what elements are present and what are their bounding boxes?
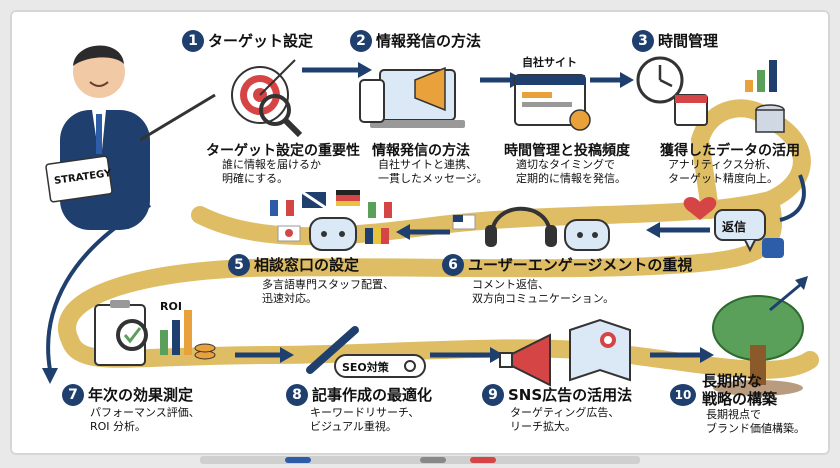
clock-calendar-icon [636, 56, 785, 133]
step-1-number: 1 [182, 30, 204, 52]
arrow-6-5-head [396, 224, 410, 240]
step-10-desc-1: 長期視点で [706, 408, 761, 421]
step-10-title-2: 戦略の構築 [702, 390, 778, 408]
step-5-number: 5 [228, 254, 250, 276]
step-9-title: SNS広告の活用法 [508, 386, 633, 404]
step-2-subtitle: 情報発信の方法 [372, 143, 470, 159]
flow-illustration [42, 45, 819, 396]
clipboard-icon [94, 300, 216, 366]
step-2-desc-2: 一貫したメッセージ。 [378, 172, 488, 185]
arrow-left-down-head [42, 368, 58, 384]
flags-robot-icon [270, 190, 392, 251]
step-10-desc-2: ブランド価値構築。 [706, 422, 805, 435]
step-5-desc-2: 迅速対応。 [262, 292, 317, 305]
roi-label: ROI [160, 300, 182, 313]
arrow-9-10-head [700, 347, 714, 363]
arrow-1-2-head [358, 62, 372, 78]
step-3-subtitle: 時間管理と投稿頻度 [504, 143, 630, 159]
step-8-number: 8 [286, 384, 308, 406]
step-1-subtitle: ターゲット設定の重要性 [206, 143, 360, 159]
step-2-number: 2 [350, 30, 372, 52]
arrow-site-3-head [620, 72, 634, 88]
step-6-number: 6 [442, 254, 464, 276]
data-subtitle: 獲得したデータの活用 [660, 143, 800, 159]
step-10-title-1: 長期的な [702, 372, 763, 390]
seo-label: SEO対策 [342, 361, 389, 374]
step-6-desc-2: 双方向コミュニケーション。 [472, 292, 615, 305]
step-3-title: 時間管理 [658, 32, 719, 50]
arrow-7-8-head [280, 347, 294, 363]
step-5-desc-1: 多言語専門スタッフ配置、 [262, 278, 394, 291]
step-7-number: 7 [62, 384, 84, 406]
businessman-illustration [45, 45, 216, 230]
step-9-number: 9 [482, 384, 504, 406]
step-3-desc-2: 定期的に情報を発信。 [516, 172, 626, 185]
step-1-desc-2: 明確にする。 [222, 172, 289, 185]
arrow-8-9-head [490, 347, 504, 363]
red-marker [470, 457, 496, 463]
gray-marker [420, 457, 446, 463]
reply-label: 返信 [722, 220, 747, 234]
data-desc-2: ターゲット精度向上。 [668, 172, 778, 185]
arrow-reply-6-head [646, 222, 660, 238]
step-3-desc-1: 適切なタイミングで [516, 158, 615, 171]
step-9-desc-2: リーチ拡大。 [510, 420, 576, 433]
step-5-title: 相談窓口の設定 [254, 256, 360, 274]
tree-icon [712, 276, 808, 396]
data-desc-1: アナリティクス分析、 [668, 158, 777, 171]
step-8-desc-1: キーワードリサーチ、 [310, 406, 420, 419]
step-1-desc-1: 誰に情報を届けるか [222, 158, 321, 171]
site-label: 自社サイト [522, 56, 577, 69]
step-2-title: 情報発信の方法 [376, 32, 482, 50]
devices-icon [359, 66, 465, 128]
step-7-desc-1: パフォーマンス評価、 [90, 406, 200, 419]
step-3-number: 3 [632, 30, 654, 52]
website-icon [514, 74, 591, 131]
step-8-desc-2: ビジュアル重視。 [310, 420, 397, 433]
pen-search-icon [306, 326, 426, 378]
step-7-desc-2: ROI 分析。 [90, 420, 147, 433]
step-2-desc-1: 自社サイトと連携、 [378, 158, 477, 171]
blue-marker [285, 457, 311, 463]
whiteboard-surface: 1 ターゲット設定 ターゲット設定の重要性 誰に情報を届けるか 明確にする。 2… [10, 10, 830, 455]
step-7-title: 年次の効果測定 [88, 386, 194, 404]
headset-icon [452, 206, 610, 251]
step-10-number: 10 [670, 384, 696, 406]
step-6-title: ユーザーエンゲージメントの重視 [468, 256, 693, 274]
step-1-title: ターゲット設定 [208, 32, 314, 50]
target-icon [231, 59, 303, 138]
step-8-title: 記事作成の最適化 [312, 386, 433, 404]
reply-bubble-icon [683, 196, 784, 258]
step-9-desc-1: ターゲティング広告、 [510, 406, 620, 419]
arrow-data-reply [779, 174, 806, 222]
step-6-desc-1: コメント返信、 [472, 278, 549, 291]
megaphone-map-icon [499, 318, 631, 387]
